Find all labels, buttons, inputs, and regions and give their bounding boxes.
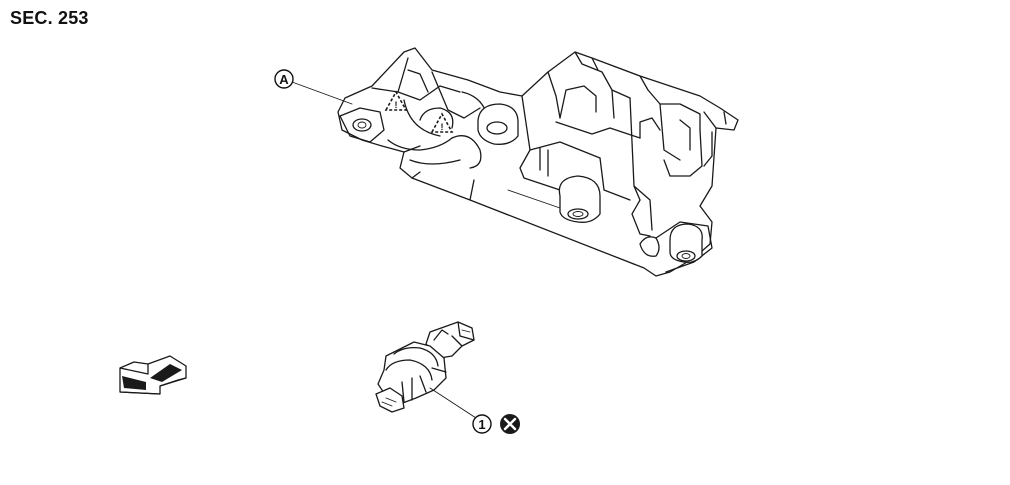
svg-text:!: !: [395, 100, 398, 110]
do-not-reuse-x-icon: [500, 414, 520, 434]
callout-a-label: A: [279, 72, 289, 87]
triangle-caution-icon: !: [384, 90, 408, 111]
svg-text:!: !: [441, 122, 444, 132]
sensor-part: [375, 321, 475, 413]
front-direction-arrow-icon: [119, 355, 187, 395]
triangle-caution-icon: !: [430, 112, 454, 133]
callout-1-label: 1: [478, 417, 485, 432]
section-label: SEC. 253: [10, 8, 89, 28]
callout-1: 1: [429, 387, 492, 434]
callout-a: A: [274, 69, 353, 105]
bracket-assembly: ! !: [337, 47, 739, 277]
